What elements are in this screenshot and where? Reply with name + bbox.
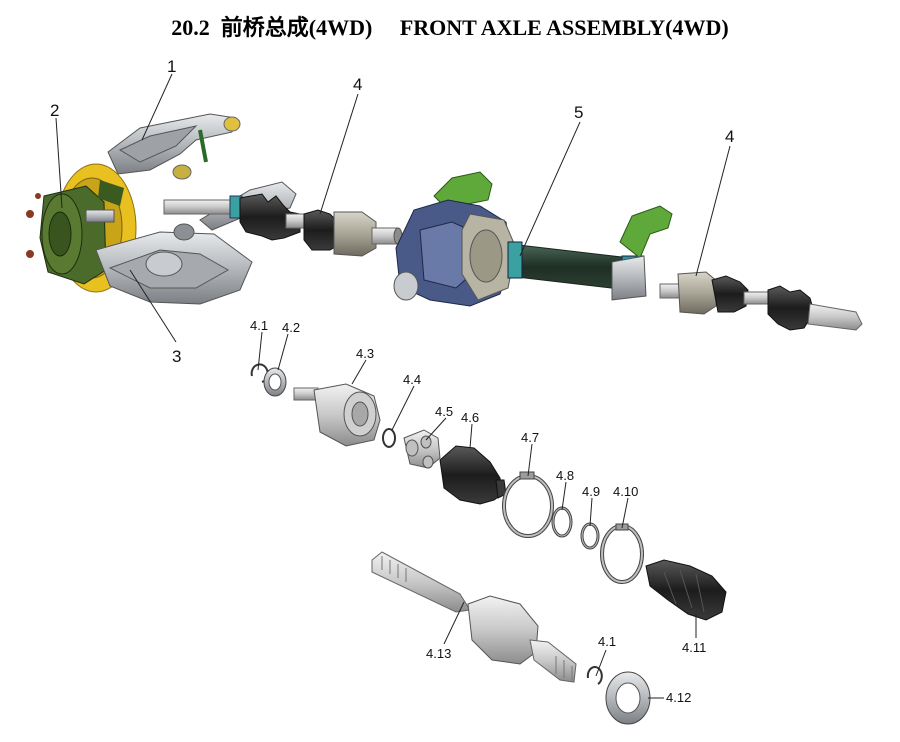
callout-4-2: 4.2 <box>282 320 300 335</box>
callout-3: 3 <box>172 347 181 366</box>
page-title: 20.2 前桥总成(4WD) FRONT AXLE ASSEMBLY(4WD) <box>171 15 729 40</box>
part-4-4-circlip <box>382 428 396 448</box>
callout-4-11: 4.11 <box>682 640 706 655</box>
callout-4-right: 4 <box>725 127 734 146</box>
callout-1: 1 <box>167 57 176 76</box>
callout-4-4: 4.4 <box>403 372 421 387</box>
part-4-12-dust-seal <box>605 671 651 725</box>
callout-2: 2 <box>50 101 59 120</box>
part-4-9-clamp <box>580 522 600 550</box>
part-4-7-clamp <box>502 471 554 538</box>
callout-4-5: 4.5 <box>435 404 453 419</box>
callout-4-6: 4.6 <box>461 410 479 425</box>
callout-4-7: 4.7 <box>521 430 539 445</box>
callout-4-8: 4.8 <box>556 468 574 483</box>
callout-4-left: 4 <box>353 75 362 94</box>
part-4-2-ring <box>263 367 287 397</box>
callout-labels: 1 2 3 4 5 4 4.1 4.2 4.3 4.4 4.5 4.6 4.7 … <box>50 57 734 705</box>
callout-5: 5 <box>574 103 583 122</box>
drive-shaft-right <box>659 271 863 331</box>
callout-4-13: 4.13 <box>426 646 451 661</box>
callout-4-1-top: 4.1 <box>250 318 268 333</box>
drive-shaft-left <box>163 193 403 257</box>
callout-4-3: 4.3 <box>356 346 374 361</box>
part-4-8-clamp <box>551 506 573 538</box>
part-4-6-inner-boot <box>439 445 507 505</box>
upper-control-arm <box>107 113 241 180</box>
callout-4-9: 4.9 <box>582 484 600 499</box>
part-4-11-outer-boot <box>645 559 727 621</box>
callout-4-12: 4.12 <box>666 690 691 705</box>
leader-lines <box>55 73 731 699</box>
part-4-5-spider <box>403 429 441 469</box>
part-4-13-shaft <box>371 551 577 683</box>
part-4-10-clamp <box>600 523 644 584</box>
part-4-1-snap-ring-bottom <box>586 665 603 685</box>
front-differential <box>393 171 673 307</box>
callout-4-1-bottom: 4.1 <box>598 634 616 649</box>
callout-4-10: 4.10 <box>613 484 638 499</box>
part-4-3-outer-cup <box>293 383 381 447</box>
